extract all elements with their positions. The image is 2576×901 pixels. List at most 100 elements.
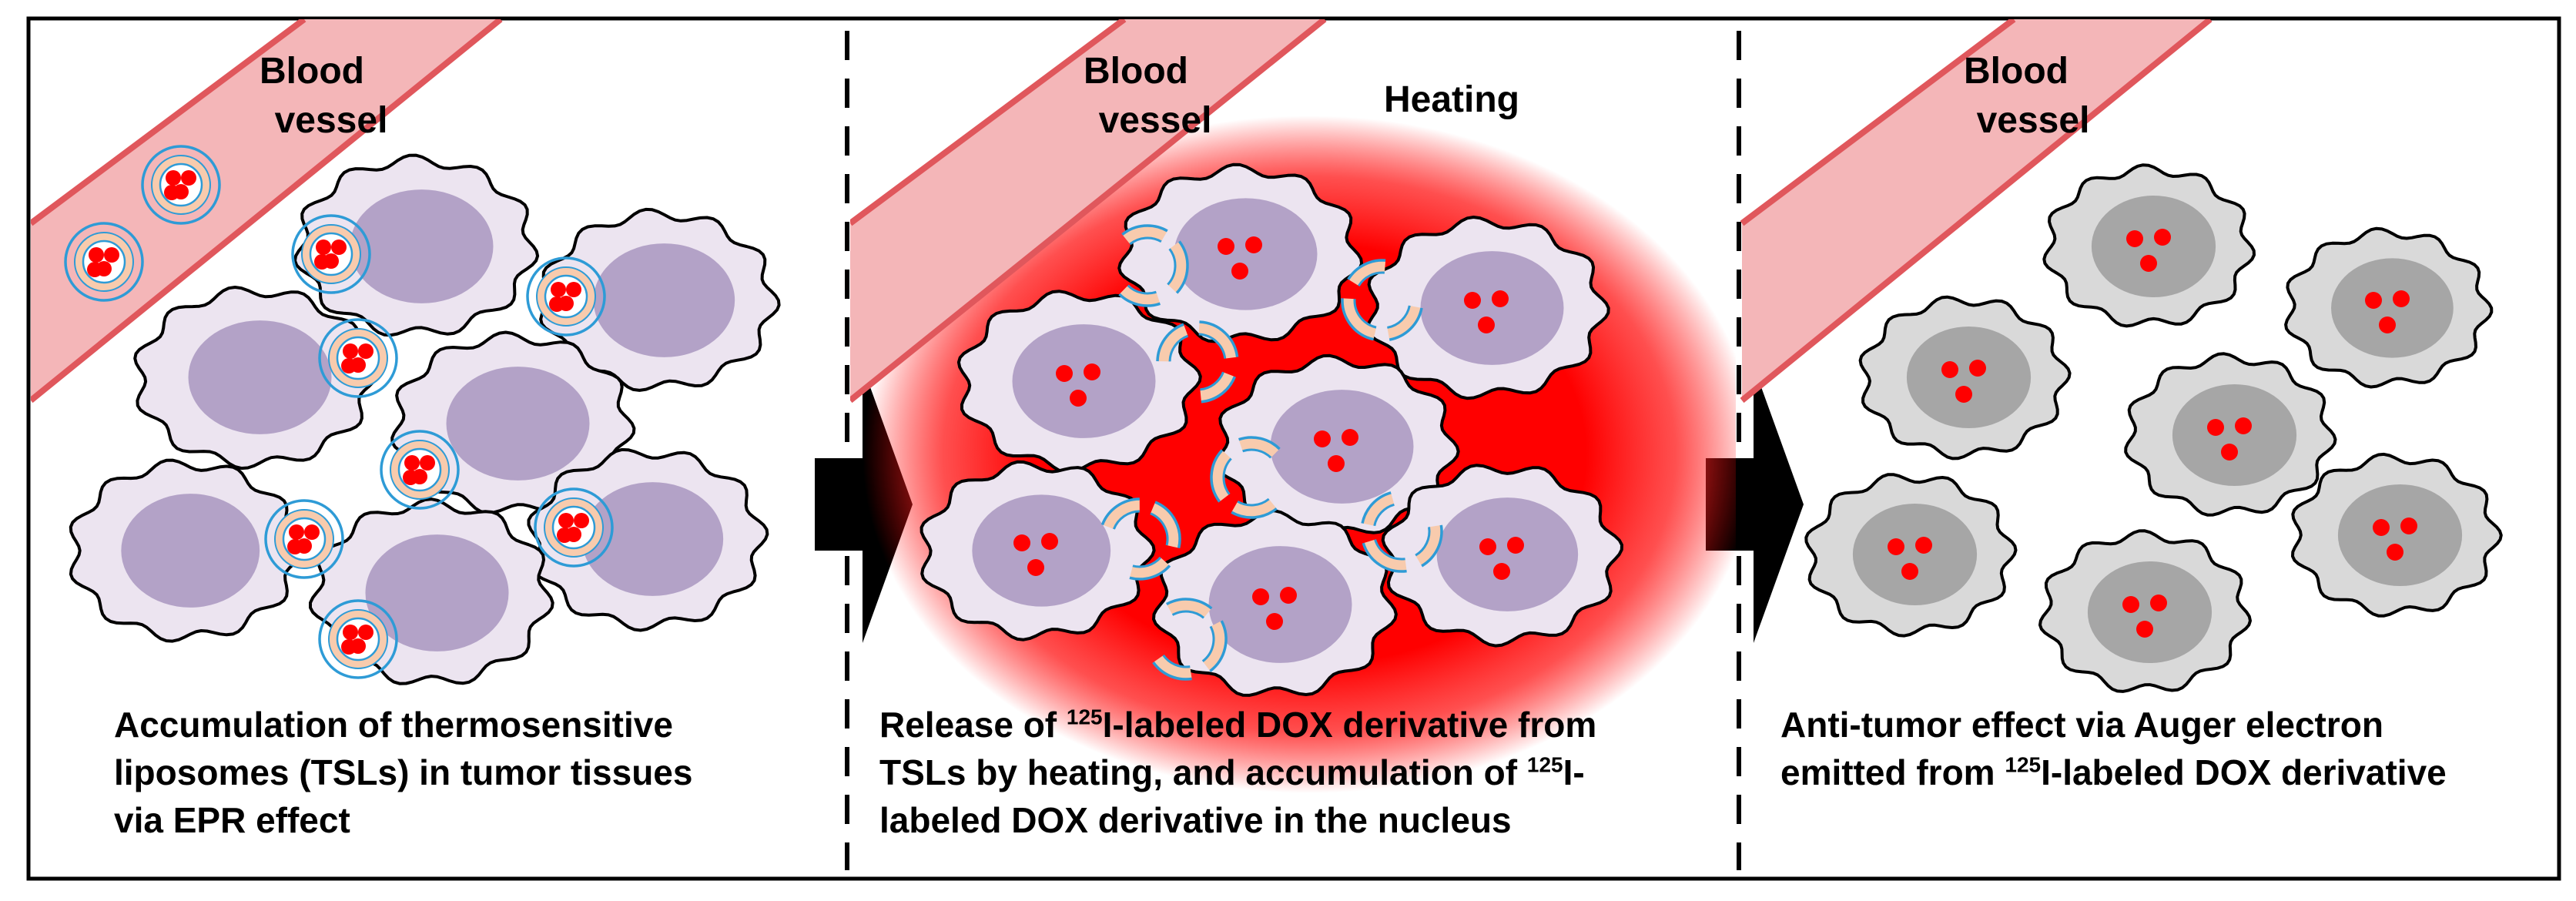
caption-panel-3: Anti-tumor effect via Auger electron emi… <box>1780 701 2447 796</box>
drug-dot <box>1479 538 1496 555</box>
ruptured-liposome <box>1152 598 1228 681</box>
bilayer-fragment <box>1231 499 1277 517</box>
bilayer-fragment <box>1112 510 1140 530</box>
nucleus <box>1208 546 1352 663</box>
nucleus <box>1012 324 1156 438</box>
drug-dot <box>1342 429 1358 446</box>
drug-dot <box>343 343 358 359</box>
caption-line: labeled DOX derivative in the nucleus <box>879 800 1512 840</box>
caption-line: Accumulation of thermosensitive <box>114 705 673 745</box>
bilayer-fragment <box>1154 655 1192 678</box>
liposome-outer-ring <box>318 318 398 398</box>
bilayer-fragment <box>1237 497 1270 507</box>
vessel-wall-bottom <box>31 19 503 404</box>
liposome <box>380 430 460 510</box>
tumor-cell <box>2038 529 2252 693</box>
tumor-cell <box>956 290 1202 474</box>
bilayer-fragment <box>1347 259 1386 280</box>
bilayer-fragment <box>1231 507 1278 519</box>
drug-dot <box>287 539 303 554</box>
vessel-label-1a: Blood <box>260 51 364 92</box>
nucleus <box>2172 384 2297 486</box>
bilayer-fragment <box>1167 248 1177 286</box>
bilayer-fragment <box>1212 450 1231 501</box>
drug-dot <box>2235 417 2252 434</box>
bilayer-fragment <box>1222 457 1232 495</box>
drug-dot <box>2126 230 2143 247</box>
tumor-cell <box>2042 163 2256 328</box>
liposome <box>64 222 144 302</box>
drug-dot <box>2373 519 2390 536</box>
drug-dot <box>1507 537 1524 554</box>
bilayer-fragment <box>1353 299 1377 329</box>
vessel-label-3a: Blood <box>1964 51 2069 92</box>
liposome <box>318 599 398 679</box>
bilayer-fragment <box>1129 236 1162 246</box>
bilayer-fragment <box>1242 448 1272 459</box>
drug-dot <box>1955 386 1972 403</box>
drug-dot <box>1231 263 1248 280</box>
bilayer-fragment <box>1132 556 1162 568</box>
tumor-cell <box>1117 162 1364 343</box>
tumor-cell <box>293 153 540 337</box>
drug-dot <box>1969 360 1986 377</box>
vessel-label-2b: vessel <box>1099 100 1212 141</box>
bilayer-fragment <box>1363 493 1395 526</box>
drug-dot <box>549 296 564 312</box>
bilayer-fragment <box>1238 436 1281 450</box>
drug-dot <box>1027 559 1044 576</box>
drug-dot <box>341 639 357 655</box>
drug-dot <box>341 358 357 373</box>
bilayer-fragment <box>1198 333 1227 359</box>
drug-dot <box>2387 544 2403 561</box>
drug-dot <box>403 470 418 485</box>
bilayer-fragment <box>1341 298 1374 341</box>
bilayer-fragment <box>1358 271 1385 286</box>
drug-dot <box>1492 290 1509 307</box>
bilayer-fragment <box>1201 376 1236 404</box>
nucleus <box>1420 251 1564 365</box>
ruptured-liposome <box>1341 259 1423 341</box>
liposome <box>318 318 398 398</box>
liposome-outer-ring <box>64 222 144 302</box>
drug-dot <box>104 247 119 263</box>
drug-dot <box>343 625 358 640</box>
liposome-outer-ring <box>526 256 606 337</box>
drug-dot <box>2150 595 2167 611</box>
isotope-superscript: 125 <box>2005 752 2042 777</box>
drug-dot <box>1941 361 1958 378</box>
drug-dot <box>181 170 196 186</box>
tumor-cell <box>1381 464 1623 648</box>
bilayer-fragment <box>1167 600 1211 618</box>
liposome-outer-ring <box>380 430 460 510</box>
ruptured-liposome <box>1118 224 1189 307</box>
bilayer-fragment <box>1200 372 1234 401</box>
nucleus <box>2087 561 2213 663</box>
drug-dot <box>1915 537 1932 554</box>
panel-heating <box>850 19 1736 793</box>
bilayer-fragment <box>1162 654 1191 668</box>
caption-text: TSLs by heating, and accumulation of <box>879 752 1527 792</box>
drug-dot <box>2140 255 2157 272</box>
bilayer-fragment <box>1198 323 1237 359</box>
drug-dot <box>2221 444 2238 461</box>
bilayer-fragment <box>1129 564 1171 581</box>
drug-dot <box>166 170 181 186</box>
caption-line: TSLs by heating, and accumulation of 125… <box>879 749 1596 796</box>
caption-line: Anti-tumor effect via Auger electron <box>1780 705 2383 745</box>
drug-dot <box>2393 290 2410 307</box>
vessel-wall-top <box>31 19 307 226</box>
vessel-wall-top <box>1740 19 2016 226</box>
bilayer-fragment <box>1100 497 1140 525</box>
drug-dot <box>2379 317 2396 333</box>
vessel-wall-top <box>850 19 1127 226</box>
caption-text: emitted from <box>1780 752 2005 792</box>
bilayer-fragment <box>1203 621 1225 671</box>
caption-line: liposomes (TSLs) in tumor tissues <box>114 752 693 792</box>
drug-dot <box>1084 363 1100 380</box>
bilayer-fragment <box>1373 503 1395 527</box>
drug-dot <box>1493 563 1510 580</box>
tumor-cell <box>1214 353 1460 538</box>
bilayer-fragment <box>1387 305 1411 329</box>
ruptured-liposome <box>1361 491 1443 573</box>
